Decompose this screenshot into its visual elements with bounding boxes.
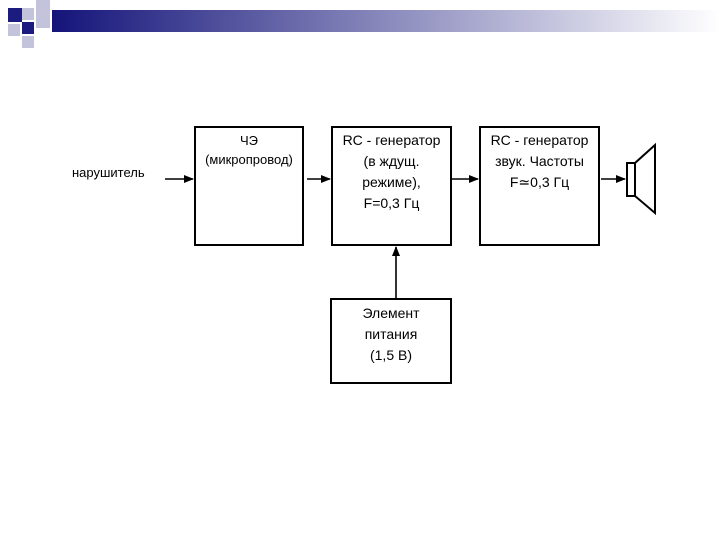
header-square <box>22 36 34 48</box>
speaker-icon <box>626 142 656 216</box>
rc-generator-sound-box: RC - генератор звук. Частоты F≃0,3 Гц <box>479 126 600 246</box>
wait-generator-line: RC - генератор <box>342 132 441 148</box>
sound-generator-line: звук. Частоты <box>495 153 584 169</box>
sound-generator-line: F≃0,3 Гц <box>509 174 570 190</box>
sensor-line: ЧЭ <box>239 133 258 148</box>
header-square <box>22 22 34 34</box>
wait-generator-line: (в ждущ. <box>363 153 420 169</box>
header-square <box>36 0 50 14</box>
header-square <box>8 8 22 22</box>
sensor-line: (микропровод) <box>205 152 293 167</box>
power-line: питания <box>364 326 418 342</box>
header-square <box>8 24 20 36</box>
header-square <box>36 14 50 28</box>
power-line: (1,5 В) <box>369 347 412 363</box>
power-line: Элемент <box>362 305 420 321</box>
intruder-label: нарушитель <box>72 165 145 180</box>
wait-generator-line: F=0,3 Гц <box>363 195 420 211</box>
wait-generator-line: режиме), <box>362 174 421 190</box>
sensor-element-box: ЧЭ (микропровод) <box>194 126 304 246</box>
header-square <box>22 8 34 20</box>
sound-generator-line: RC - генератор <box>490 132 589 148</box>
power-element-box: Элемент питания (1,5 В) <box>330 298 452 384</box>
header-gradient-bar <box>52 10 720 32</box>
header-decoration <box>8 0 720 48</box>
rc-generator-wait-box: RC - генератор (в ждущ. режиме), F=0,3 Г… <box>331 126 452 246</box>
